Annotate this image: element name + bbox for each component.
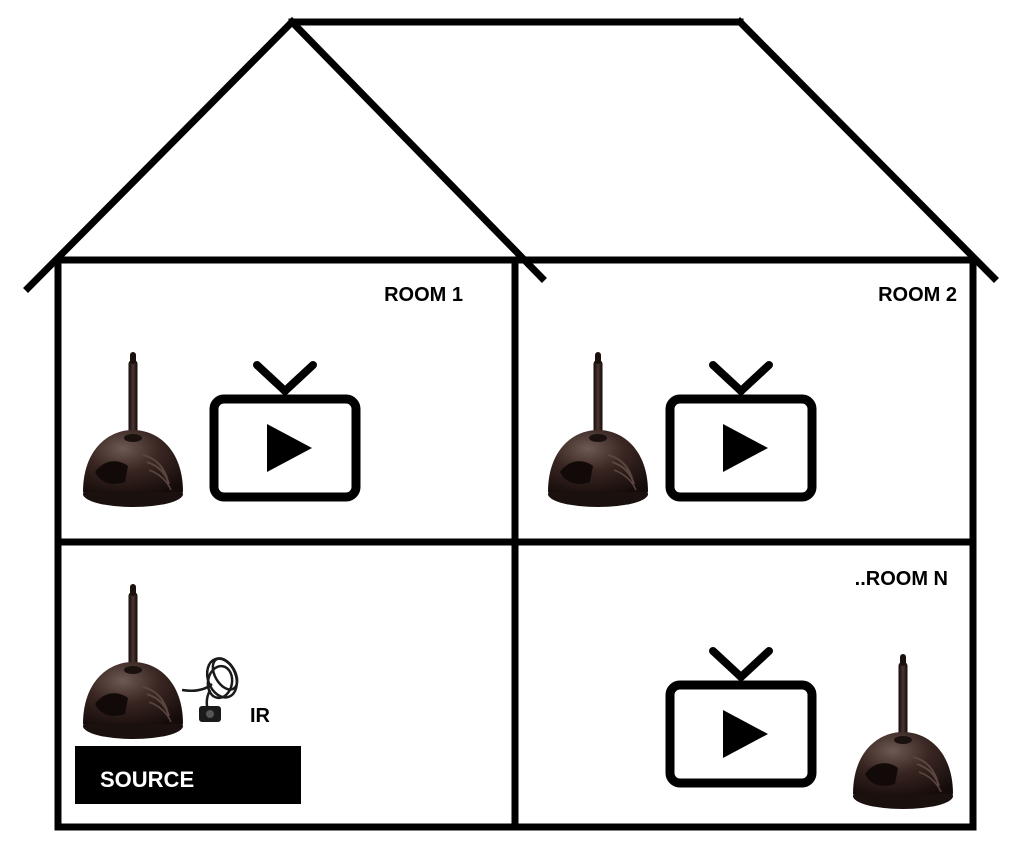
room-n-tv-play-icon [670, 651, 812, 783]
room-1-label: ROOM 1 [384, 284, 463, 306]
room-1: ROOM 1 [82, 284, 463, 508]
room-n: ..ROOM N [670, 568, 954, 810]
room-2-label: ROOM 2 [878, 284, 957, 306]
ir-cable-icon [181, 657, 239, 722]
source-transmitter-icon [82, 583, 184, 740]
room-2: ROOM 2 [547, 284, 957, 508]
ir-label: IR [250, 705, 271, 727]
room-n-label: ..ROOM N [855, 568, 948, 590]
source-box: SOURCE [75, 746, 301, 804]
room-1-tv-play-icon [214, 365, 356, 497]
source-room: IR SOURCE [75, 583, 301, 804]
house-outline [23, 17, 999, 831]
room-2-tv-play-icon [670, 365, 812, 497]
source-label: SOURCE [100, 767, 194, 792]
room-n-transmitter-icon [852, 653, 954, 810]
room-2-transmitter-icon [547, 351, 649, 508]
room-1-transmitter-icon [82, 351, 184, 508]
